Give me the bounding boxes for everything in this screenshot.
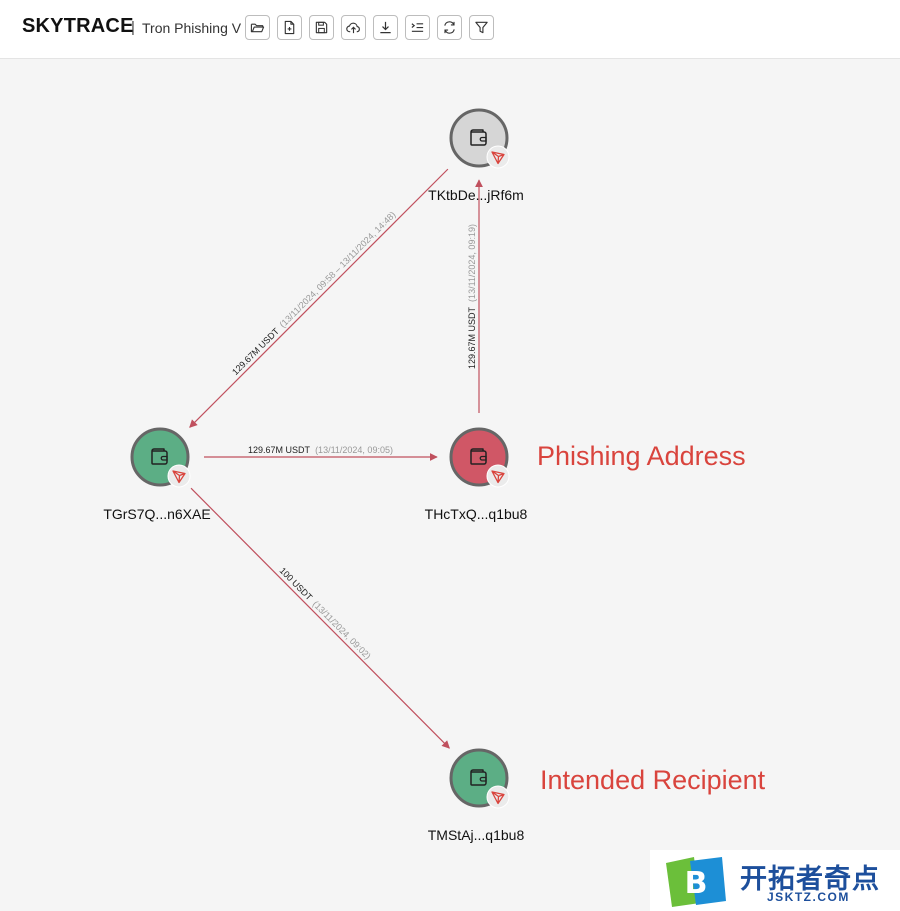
edge-amount: 129.67M USDT <box>230 326 281 377</box>
node-thct[interactable]: THcTxQ...q1bu8 <box>425 427 528 522</box>
save-icon <box>315 21 328 34</box>
open-folder-button[interactable] <box>245 15 270 40</box>
edge-label-text: 129.67M USDT (13/11/2024, 09:19) <box>467 224 477 369</box>
edge-date: (13/11/2024, 09:58 – 13/11/2024, 14:48) <box>278 210 398 330</box>
edge-amount: 129.67M USDT <box>467 306 477 369</box>
list-icon <box>411 23 424 32</box>
tron-logo-icon <box>486 464 510 488</box>
edges-layer: 129.67M USDT(13/11/2024, 09:58 – 13/11/2… <box>189 168 483 749</box>
node-label: TKtbDe...jRf6m <box>428 187 524 203</box>
edge-date: (13/11/2024, 09:05) <box>315 445 393 455</box>
node-tktb[interactable]: TKtbDe...jRf6m <box>428 108 524 203</box>
tron-logo-icon <box>486 785 510 809</box>
download-icon <box>380 21 391 34</box>
title-separator: | <box>131 19 135 36</box>
node-label: THcTxQ...q1bu8 <box>425 506 528 522</box>
cloud-upload-icon <box>346 22 360 34</box>
edge-label: 129.67M USDT (13/11/2024, 09:05) <box>248 445 393 455</box>
edge-date: (13/11/2024, 09:19) <box>467 224 477 302</box>
project-title[interactable]: Tron Phishing V <box>142 20 242 36</box>
svg-text:B: B <box>685 866 708 901</box>
wallet-icon <box>470 769 487 786</box>
tron-logo-icon <box>486 145 510 169</box>
edge-tktb-tgrs[interactable]: 129.67M USDT(13/11/2024, 09:58 – 13/11/2… <box>189 168 449 428</box>
watermark: B 开拓者奇点 JSKTZ.COM <box>650 850 900 911</box>
save-button[interactable] <box>309 15 334 40</box>
new-file-button[interactable] <box>277 15 302 40</box>
edge-tgrs-tmst[interactable]: 100 USDT(13/11/2024, 09:02) <box>190 487 450 749</box>
brand-logo: SKYTRACE <box>22 15 134 37</box>
edge-label: 100 USDT(13/11/2024, 09:02) <box>278 565 373 661</box>
folder-open-icon <box>250 23 265 33</box>
download-button[interactable] <box>373 15 398 40</box>
wallet-icon <box>470 448 487 465</box>
edge-amount: 129.67M USDT <box>248 445 311 455</box>
intended-recipient-annotation: Intended Recipient <box>540 765 766 795</box>
filter-icon <box>475 21 488 34</box>
cloud-upload-button[interactable] <box>341 15 366 40</box>
edge-tgrs-thct[interactable]: 129.67M USDT (13/11/2024, 09:05) <box>204 445 438 461</box>
refresh-icon <box>444 21 455 34</box>
watermark-title: 开拓者奇点 <box>740 864 880 895</box>
edge-label-text: 129.67M USDT (13/11/2024, 09:05) <box>248 445 393 455</box>
wallet-icon <box>151 448 168 465</box>
node-label: TGrS7Q...n6XAE <box>103 506 210 522</box>
node-tgrs[interactable]: TGrS7Q...n6XAE <box>103 427 211 522</box>
edge-amount: 100 USDT <box>278 565 315 602</box>
node-label: TMStAj...q1bu8 <box>428 827 525 843</box>
edge-line[interactable] <box>190 487 450 749</box>
node-tmst[interactable]: TMStAj...q1bu8 <box>428 748 525 843</box>
edge-label-text: 129.67M USDT(13/11/2024, 09:58 – 13/11/2… <box>230 210 397 377</box>
tron-logo-icon <box>167 464 191 488</box>
edge-thct-tktb[interactable]: 129.67M USDT (13/11/2024, 09:19) <box>467 179 483 413</box>
file-plus-icon <box>284 20 295 35</box>
wallet-icon <box>470 129 487 146</box>
edge-label: 129.67M USDT(13/11/2024, 09:58 – 13/11/2… <box>230 210 397 377</box>
filter-button[interactable] <box>469 15 494 40</box>
phishing-address-annotation: Phishing Address <box>537 441 746 471</box>
list-button[interactable] <box>405 15 430 40</box>
refresh-button[interactable] <box>437 15 462 40</box>
edge-label-text: 100 USDT(13/11/2024, 09:02) <box>278 565 373 661</box>
toolbar: SKYTRACE | Tron Phishing V <box>0 0 900 59</box>
watermark-logo-icon: B <box>666 857 726 907</box>
edge-label: 129.67M USDT (13/11/2024, 09:19) <box>467 224 477 369</box>
watermark-subtitle: JSKTZ.COM <box>767 890 850 904</box>
edge-date: (13/11/2024, 09:02) <box>311 599 373 661</box>
edge-line[interactable] <box>189 168 449 428</box>
